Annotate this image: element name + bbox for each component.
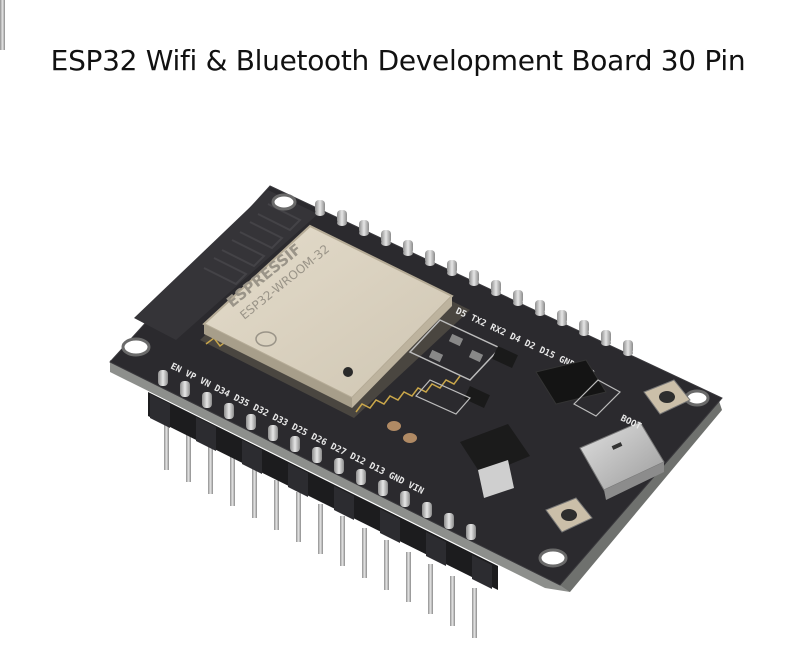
bottom-header-legs bbox=[0, 0, 477, 638]
usb-uart-chip bbox=[535, 359, 607, 405]
header-plastic bbox=[148, 392, 498, 590]
boot-button bbox=[643, 379, 691, 415]
bottom-header-pins bbox=[158, 370, 476, 540]
product-title: ESP32 Wifi & Bluetooth Development Board… bbox=[50, 44, 746, 77]
smd-components bbox=[387, 319, 621, 498]
voltage-regulator bbox=[460, 424, 530, 476]
en-button bbox=[545, 497, 593, 533]
top-header-pins bbox=[315, 200, 633, 356]
